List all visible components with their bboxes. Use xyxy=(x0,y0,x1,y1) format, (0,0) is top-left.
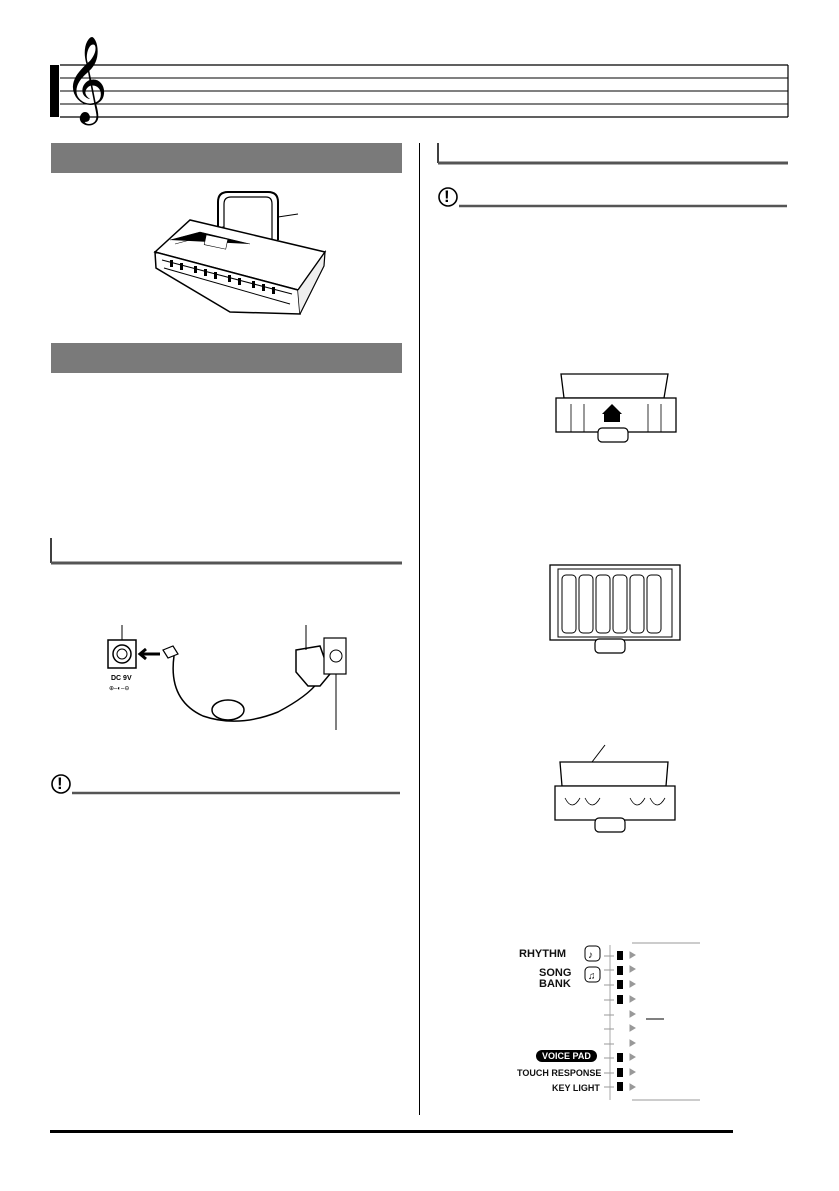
svg-text:♪: ♪ xyxy=(588,950,593,961)
staff-lines xyxy=(60,64,789,118)
page-bottom-rule xyxy=(50,1130,733,1133)
section-bar-power xyxy=(51,343,402,373)
section-bar-music-stand xyxy=(51,143,402,173)
dc-jack-label: DC 9V xyxy=(111,675,132,682)
touch-response-label: TOUCH RESPONSE xyxy=(517,1068,602,1078)
battery-insert-illustration xyxy=(549,564,681,654)
key-light-label: KEY LIGHT xyxy=(552,1083,600,1093)
song-bank-label-line2: BANK xyxy=(539,978,571,990)
battery-cover-close-illustration xyxy=(554,744,676,833)
treble-clef-icon: 𝄞 xyxy=(64,36,108,122)
rhythm-label: RHYTHM xyxy=(519,948,567,960)
caution-note-left: ! xyxy=(50,773,402,797)
svg-text:⊕–◐–⊖: ⊕–◐–⊖ xyxy=(109,686,129,692)
svg-text:♫: ♫ xyxy=(588,971,596,982)
caution-icon: ! xyxy=(444,187,450,206)
caution-note-right: ! xyxy=(437,186,789,210)
song-bank-label-line1: SONG xyxy=(539,967,572,979)
adaptor-connection-illustration: DC 9V ⊕–◐–⊖ xyxy=(107,625,347,730)
keyboard-music-stand-illustration xyxy=(153,191,327,315)
column-divider xyxy=(419,143,420,1115)
battery-cover-remove-illustration xyxy=(555,373,677,443)
caution-icon: ! xyxy=(57,774,63,793)
staff-header-block xyxy=(50,65,59,117)
voice-pad-badge: VOICE PAD xyxy=(536,1050,597,1062)
